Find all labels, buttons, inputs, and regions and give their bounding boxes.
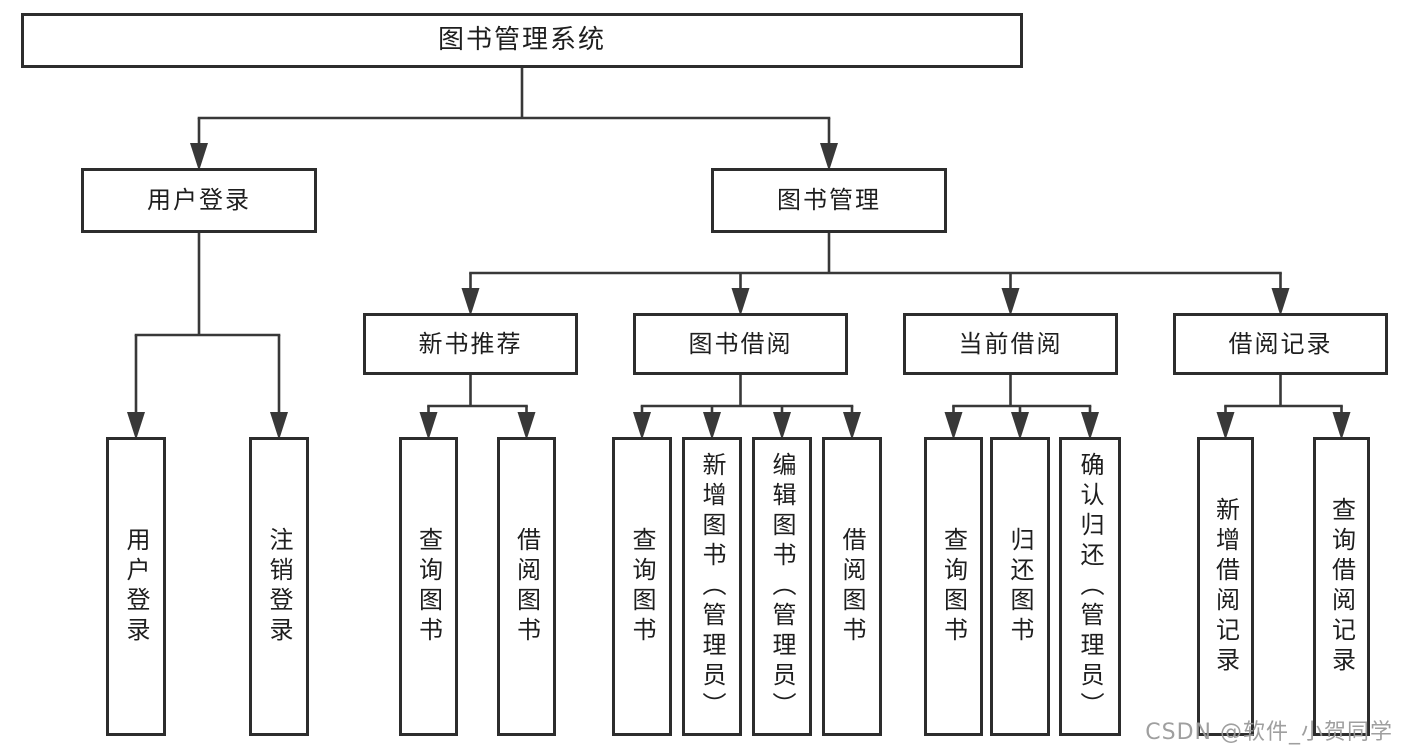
arrowhead-icon — [270, 412, 288, 440]
diagram-node-book-mgmt: 图书管理 — [711, 168, 947, 233]
node-label: 新增图书（管理员） — [698, 451, 726, 722]
diagram-node-leaf-add-record: 新增借阅记录 — [1197, 437, 1254, 736]
node-label: 借阅图书 — [838, 526, 866, 647]
diagram-node-leaf-borrow-book: 借阅图书 — [822, 437, 882, 736]
diagram-node-current-borrow: 当前借阅 — [903, 313, 1118, 375]
node-label: 借阅图书 — [512, 526, 541, 647]
arrowhead-icon — [1081, 412, 1099, 440]
arrowhead-icon — [419, 412, 438, 440]
arrowhead-icon — [843, 412, 861, 440]
diagram-node-leaf-logout: 注销登录 — [249, 437, 309, 736]
diagram-node-leaf-query-book-borrow: 查询图书 — [612, 437, 672, 736]
node-label: 借阅记录 — [1228, 329, 1333, 358]
arrowhead-icon — [461, 288, 480, 316]
arrowhead-icon — [820, 143, 838, 171]
diagram-node-new-book-rec: 新书推荐 — [363, 313, 578, 375]
arrowhead-icon — [703, 412, 721, 440]
node-label: 注销登录 — [265, 526, 293, 647]
node-label: 图书管理 — [777, 186, 881, 215]
node-label: 用户登录 — [147, 186, 251, 215]
node-label: 归还图书 — [1006, 526, 1034, 647]
arrowhead-icon — [1271, 288, 1290, 316]
arrowhead-icon — [731, 288, 750, 316]
arrowhead-icon — [944, 412, 963, 440]
node-label: 确认归还（管理员） — [1076, 451, 1104, 722]
diagram-node-root: 图书管理系统 — [21, 13, 1023, 68]
diagram-node-leaf-add-book: 新增图书（管理员） — [682, 437, 742, 736]
diagram-node-user-login: 用户登录 — [81, 168, 317, 233]
node-label: 当前借阅 — [958, 329, 1063, 358]
arrowhead-icon — [127, 412, 145, 440]
node-label: 图书管理系统 — [437, 25, 606, 56]
diagram-node-leaf-edit-book: 编辑图书（管理员） — [752, 437, 812, 736]
node-label: 新增借阅记录 — [1211, 496, 1240, 677]
diagram-node-borrow-records: 借阅记录 — [1173, 313, 1388, 375]
node-label: 用户登录 — [122, 526, 150, 647]
node-label: 图书借阅 — [688, 329, 793, 358]
arrowhead-icon — [633, 412, 651, 440]
node-label: 查询图书 — [939, 526, 968, 647]
node-label: 编辑图书（管理员） — [768, 451, 796, 722]
node-label: 新书推荐 — [418, 329, 523, 358]
diagram-node-leaf-return-book: 归还图书 — [990, 437, 1050, 736]
arrowhead-icon — [1216, 412, 1235, 440]
node-label: 查询图书 — [628, 526, 656, 647]
arrowhead-icon — [1001, 288, 1020, 316]
diagram-node-leaf-query-book-rec: 查询图书 — [399, 437, 458, 736]
node-label: 查询图书 — [414, 526, 443, 647]
diagram-node-book-borrow: 图书借阅 — [633, 313, 848, 375]
diagram-node-leaf-user-login: 用户登录 — [106, 437, 166, 736]
arrowhead-icon — [517, 412, 536, 440]
node-label: 查询借阅记录 — [1327, 496, 1356, 677]
arrowhead-icon — [773, 412, 791, 440]
arrowhead-icon — [190, 143, 208, 171]
arrowhead-icon — [1332, 412, 1351, 440]
diagram-node-leaf-borrow-book-rec: 借阅图书 — [497, 437, 556, 736]
arrowhead-icon — [1011, 412, 1029, 440]
diagram-node-leaf-query-book-cur: 查询图书 — [924, 437, 983, 736]
diagram-node-leaf-confirm-return: 确认归还（管理员） — [1059, 437, 1121, 736]
diagram-node-leaf-query-record: 查询借阅记录 — [1313, 437, 1370, 736]
watermark: CSDN @软件_小贺同学 — [1145, 720, 1393, 745]
